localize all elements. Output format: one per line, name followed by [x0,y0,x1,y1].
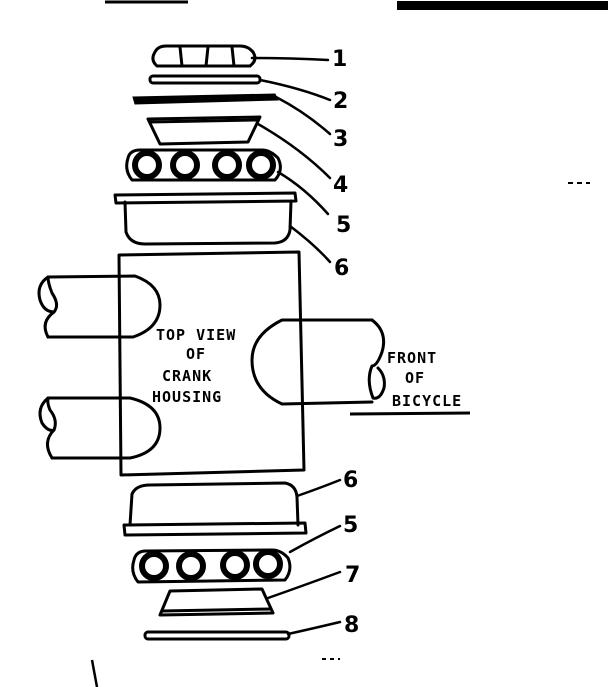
housing-caption: TOP VIEW OF CRANK HOUSING [152,326,236,406]
part-1-locknut [151,44,257,68]
label-6-bottom: 6 [343,468,358,493]
left-upper-tube [37,274,162,339]
label-7: 7 [345,563,360,588]
label-5-top: 5 [336,213,351,238]
crank-housing [117,250,306,477]
left-lower-tube [38,396,162,460]
housing-caption-line-1: TOP VIEW [156,326,236,344]
part-5-top-bearing-cage [125,148,282,182]
right-front-tube [250,318,386,406]
label-5-bottom: 5 [343,513,358,538]
front-caption-underline [349,411,471,416]
housing-caption-line-4: HOUSING [152,388,222,406]
part-6-top-cup [113,191,298,246]
label-8: 8 [344,613,359,638]
label-6-top: 6 [334,256,349,281]
label-2: 2 [333,89,348,114]
label-1: 1 [332,47,347,72]
front-caption: FRONT OF BICYCLE [349,349,471,416]
housing-caption-line-3: CRANK [162,367,212,385]
scan-mark-bottom-left [90,659,99,687]
label-3: 3 [333,127,348,152]
part-7-bottom-cone [158,587,275,617]
leader-lines [250,56,342,636]
front-caption-line-3: BICYCLE [392,392,462,410]
label-4: 4 [333,173,348,198]
scan-bar-top-right [397,1,608,10]
part-5-bottom-bearing-cage [131,548,292,584]
part-2-washer [148,74,262,85]
part-3-flat-washer [132,93,279,105]
part-8-washer [143,630,291,641]
part-6-bottom-cup [122,481,308,537]
front-caption-line-2: OF [405,369,425,387]
front-caption-line-1: FRONT [387,349,437,367]
part-4-cone [146,115,262,146]
housing-caption-line-2: OF [186,345,206,363]
